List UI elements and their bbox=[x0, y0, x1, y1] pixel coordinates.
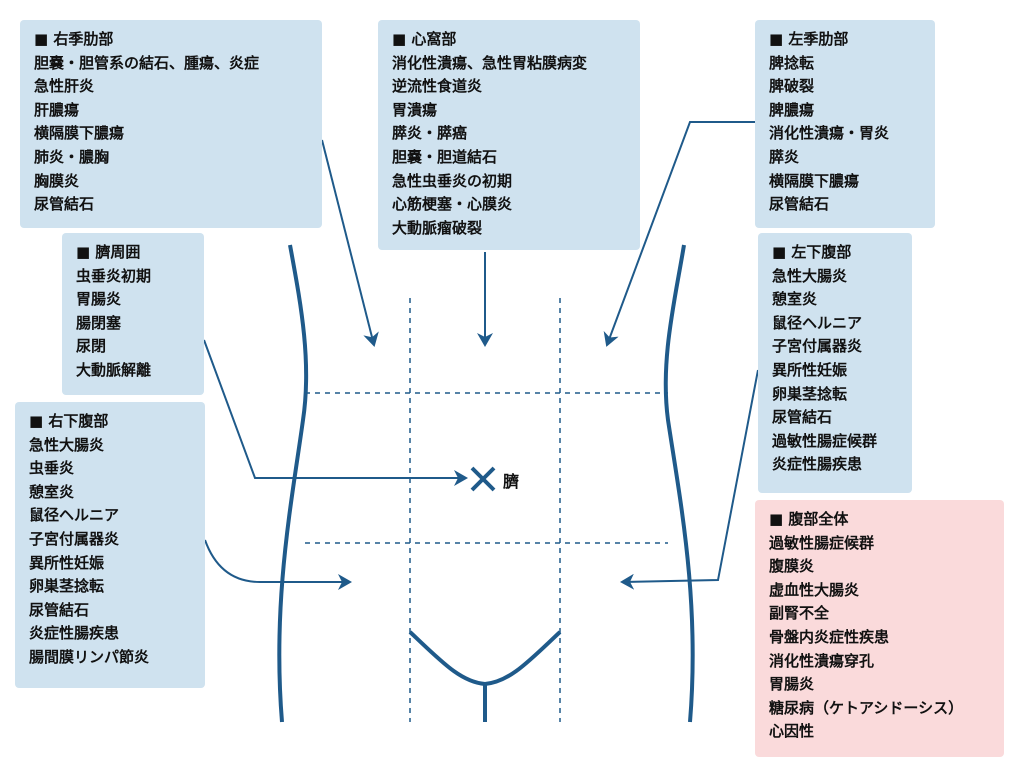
condition-item: 急性虫垂炎の初期 bbox=[392, 171, 513, 190]
condition-list: 脾捻転脾破裂脾膿瘍消化性潰瘍・胃炎膵炎横隔膜下膿瘍尿管結石 bbox=[769, 52, 921, 217]
condition-list: 急性大腸炎憩室炎鼠径ヘルニア子宮付属器炎異所性妊娠卵巣茎捻転尿管結石過敏性腸症候… bbox=[772, 265, 898, 477]
condition-list: 急性大腸炎虫垂炎憩室炎鼠径ヘルニア子宮付属器炎異所性妊娠卵巣茎捻転尿管結石炎症性… bbox=[29, 434, 191, 670]
condition-item: 虚血性大腸炎 bbox=[769, 580, 860, 599]
condition-item: 胃腸炎 bbox=[769, 675, 815, 694]
condition-item: 膵炎・膵癌 bbox=[392, 124, 468, 143]
region-title: 左下腹部 bbox=[772, 241, 898, 265]
condition-item: 肺炎・膿胸 bbox=[34, 147, 110, 166]
pelvis-line bbox=[408, 630, 562, 687]
navel-x-icon bbox=[470, 466, 496, 492]
condition-item: 脾破裂 bbox=[769, 77, 815, 96]
condition-item: 胃腸炎 bbox=[76, 290, 122, 309]
condition-item: 逆流性食道炎 bbox=[392, 77, 483, 96]
condition-item: 消化性潰瘍、急性胃粘膜病変 bbox=[392, 53, 588, 72]
condition-item: 胆嚢・胆管系の結石、腫瘍、炎症 bbox=[34, 53, 260, 72]
condition-item: 腸間膜リンパ節炎 bbox=[29, 647, 150, 666]
condition-item: 尿管結石 bbox=[29, 600, 90, 619]
condition-item: 卵巣茎捻転 bbox=[772, 384, 848, 403]
condition-item: 鼠径ヘルニア bbox=[29, 506, 120, 525]
condition-item: 心因性 bbox=[769, 722, 815, 741]
condition-item: 消化性潰瘍穿孔 bbox=[769, 651, 875, 670]
condition-item: 尿管結石 bbox=[772, 408, 833, 427]
condition-item: 過敏性腸症候群 bbox=[769, 533, 875, 552]
arrow-left-hypochondrium bbox=[603, 121, 755, 347]
condition-item: 横隔膜下膿瘍 bbox=[769, 171, 860, 190]
condition-item: 虫垂炎 bbox=[29, 459, 75, 478]
condition-item: 胃潰瘍 bbox=[392, 100, 438, 119]
region-title: 左季肋部 bbox=[769, 28, 921, 52]
condition-item: 腸閉塞 bbox=[76, 313, 122, 332]
condition-item: 尿管結石 bbox=[34, 195, 95, 214]
condition-item: 胆嚢・胆道結石 bbox=[392, 147, 498, 166]
condition-item: 脾捻転 bbox=[769, 53, 815, 72]
region-epigastrium: 心窩部消化性潰瘍、急性胃粘膜病変逆流性食道炎胃潰瘍膵炎・膵癌胆嚢・胆道結石急性虫… bbox=[378, 20, 640, 250]
region-title: 臍周囲 bbox=[76, 241, 190, 265]
condition-item: 急性大腸炎 bbox=[772, 266, 848, 285]
region-title: 腹部全体 bbox=[769, 508, 990, 532]
condition-list: 消化性潰瘍、急性胃粘膜病変逆流性食道炎胃潰瘍膵炎・膵癌胆嚢・胆道結石急性虫垂炎の… bbox=[392, 52, 626, 241]
condition-item: 異所性妊娠 bbox=[29, 553, 105, 572]
condition-item: 急性肝炎 bbox=[34, 77, 95, 96]
arrow-right-hypochondrium bbox=[321, 139, 379, 347]
region-left-lower-quadrant: 左下腹部急性大腸炎憩室炎鼠径ヘルニア子宮付属器炎異所性妊娠卵巣茎捻転尿管結石過敏… bbox=[758, 233, 912, 493]
arrow-right-lower bbox=[204, 539, 352, 590]
arrow-left-lower bbox=[620, 369, 759, 590]
condition-item: 尿閉 bbox=[76, 337, 107, 356]
condition-item: 卵巣茎捻転 bbox=[29, 577, 105, 596]
condition-list: 胆嚢・胆管系の結石、腫瘍、炎症急性肝炎肝膿瘍横隔膜下膿瘍肺炎・膿胸胸膜炎尿管結石 bbox=[34, 52, 308, 217]
condition-item: 膵炎 bbox=[769, 147, 800, 166]
condition-item: 横隔膜下膿瘍 bbox=[34, 124, 125, 143]
body-outline-right bbox=[663, 244, 695, 723]
condition-item: 炎症性腸疾患 bbox=[29, 624, 120, 643]
condition-item: 憩室炎 bbox=[772, 290, 818, 309]
condition-item: 脾膿瘍 bbox=[769, 100, 815, 119]
condition-item: 糖尿病（ケトアシドーシス） bbox=[769, 698, 964, 717]
condition-item: 子宮付属器炎 bbox=[772, 337, 863, 356]
navel-label: 臍 bbox=[503, 472, 520, 491]
region-whole-abdomen: 腹部全体過敏性腸症候群腹膜炎虚血性大腸炎副腎不全骨盤内炎症性疾患消化性潰瘍穿孔胃… bbox=[755, 500, 1004, 757]
condition-item: 心筋梗塞・心膜炎 bbox=[392, 195, 513, 214]
condition-item: 異所性妊娠 bbox=[772, 360, 848, 379]
condition-item: 腹膜炎 bbox=[769, 557, 815, 576]
region-grid bbox=[305, 298, 668, 722]
condition-item: 炎症性腸疾患 bbox=[772, 455, 863, 474]
condition-item: 過敏性腸症候群 bbox=[772, 431, 878, 450]
condition-item: 子宮付属器炎 bbox=[29, 529, 120, 548]
region-right-lower-quadrant: 右下腹部急性大腸炎虫垂炎憩室炎鼠径ヘルニア子宮付属器炎異所性妊娠卵巣茎捻転尿管結… bbox=[15, 402, 205, 688]
region-title: 右下腹部 bbox=[29, 410, 191, 434]
condition-item: 大動脈解離 bbox=[76, 360, 152, 379]
condition-list: 過敏性腸症候群腹膜炎虚血性大腸炎副腎不全骨盤内炎症性疾患消化性潰瘍穿孔胃腸炎糖尿… bbox=[769, 532, 990, 744]
condition-list: 虫垂炎初期胃腸炎腸閉塞尿閉大動脈解離 bbox=[76, 265, 190, 383]
condition-item: 憩室炎 bbox=[29, 482, 75, 501]
condition-item: 副腎不全 bbox=[769, 604, 830, 623]
arrow-periumbilical bbox=[203, 339, 468, 486]
condition-item: 急性大腸炎 bbox=[29, 435, 105, 454]
condition-item: 尿管結石 bbox=[769, 195, 830, 214]
region-title: 右季肋部 bbox=[34, 28, 308, 52]
region-right-hypochondrium: 右季肋部胆嚢・胆管系の結石、腫瘍、炎症急性肝炎肝膿瘍横隔膜下膿瘍肺炎・膿胸胸膜炎… bbox=[20, 20, 322, 228]
condition-item: 消化性潰瘍・胃炎 bbox=[769, 124, 890, 143]
condition-item: 骨盤内炎症性疾患 bbox=[769, 627, 890, 646]
condition-item: 虫垂炎初期 bbox=[76, 266, 152, 285]
condition-item: 鼠径ヘルニア bbox=[772, 313, 863, 332]
body-outline-left bbox=[277, 244, 309, 723]
condition-item: 肝膿瘍 bbox=[34, 100, 80, 119]
region-title: 心窩部 bbox=[392, 28, 626, 52]
condition-item: 胸膜炎 bbox=[34, 171, 80, 190]
condition-item: 大動脈瘤破裂 bbox=[392, 218, 483, 237]
